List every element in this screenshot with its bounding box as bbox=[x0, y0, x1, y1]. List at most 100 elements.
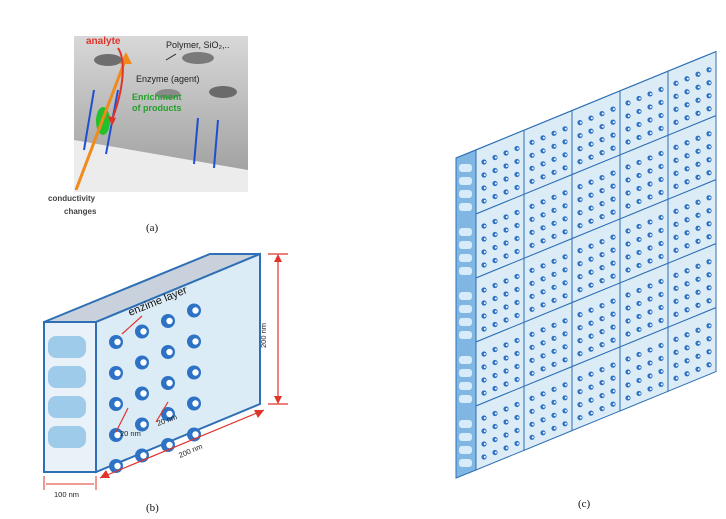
pore-core bbox=[661, 357, 663, 359]
pore-core bbox=[639, 161, 641, 163]
pore-core bbox=[554, 286, 556, 288]
pore-core bbox=[506, 216, 508, 218]
pore-core bbox=[602, 190, 604, 192]
pore-core bbox=[192, 431, 198, 437]
pore-core bbox=[602, 318, 604, 320]
pore-core bbox=[661, 191, 663, 193]
pore-core bbox=[687, 347, 689, 349]
pore-core bbox=[639, 174, 641, 176]
panel-b: 200 nm 200 nm 100 nm 20 nm 20 nm enzime … bbox=[30, 238, 300, 500]
pore-core bbox=[517, 275, 519, 277]
analyte-label: analyte bbox=[86, 36, 121, 47]
pore-core bbox=[661, 152, 663, 154]
pore-core bbox=[506, 408, 508, 410]
pore-core bbox=[506, 242, 508, 244]
pore-core bbox=[591, 181, 593, 183]
pore-core bbox=[580, 340, 582, 342]
pore-core bbox=[543, 265, 545, 267]
arrow-head bbox=[274, 396, 282, 404]
pore-core bbox=[140, 421, 146, 427]
pore-core bbox=[543, 355, 545, 357]
enrichment-label-1: Enrichment bbox=[132, 92, 182, 102]
pore-core bbox=[709, 133, 711, 135]
pore-core bbox=[698, 176, 700, 178]
pore-core bbox=[517, 378, 519, 380]
pore-core bbox=[698, 150, 700, 152]
pore-core bbox=[554, 324, 556, 326]
pore-core bbox=[650, 298, 652, 300]
pore-core bbox=[661, 242, 663, 244]
pore-core bbox=[613, 313, 615, 315]
conductivity-label-2: changes bbox=[64, 207, 97, 216]
pore-core bbox=[565, 269, 567, 271]
enrichment-label-2: of products bbox=[132, 103, 182, 113]
pore-core bbox=[687, 142, 689, 144]
pore-core bbox=[543, 342, 545, 344]
pore-core bbox=[628, 141, 630, 143]
pore-core bbox=[650, 170, 652, 172]
pore-core bbox=[532, 295, 534, 297]
pore-core bbox=[650, 106, 652, 108]
pore-core bbox=[639, 264, 641, 266]
pore-core bbox=[698, 342, 700, 344]
pore-core bbox=[543, 304, 545, 306]
pore-core bbox=[543, 406, 545, 408]
pore-core bbox=[639, 379, 641, 381]
side-channel bbox=[459, 382, 472, 390]
pore-core bbox=[709, 287, 711, 289]
pore-core bbox=[532, 410, 534, 412]
pore-core bbox=[543, 419, 545, 421]
panel-c bbox=[450, 26, 726, 490]
pore-core bbox=[506, 229, 508, 231]
pore-core bbox=[661, 383, 663, 385]
pore-core bbox=[543, 227, 545, 229]
panel-a: analyte Polymer, SiO₂,.. Enzyme (agent) … bbox=[48, 30, 258, 220]
pore-core bbox=[506, 293, 508, 295]
pore-core bbox=[650, 221, 652, 223]
pore-core bbox=[687, 283, 689, 285]
pore-core bbox=[591, 309, 593, 311]
pore-core bbox=[628, 320, 630, 322]
pore-core bbox=[495, 310, 497, 312]
pore-core bbox=[698, 355, 700, 357]
pore-core bbox=[639, 123, 641, 125]
pore-core bbox=[650, 157, 652, 159]
pore-core bbox=[532, 244, 534, 246]
pore-core bbox=[580, 225, 582, 227]
pore-core bbox=[484, 315, 486, 317]
pore-core bbox=[565, 167, 567, 169]
pore-core bbox=[580, 161, 582, 163]
pore-core bbox=[517, 250, 519, 252]
pore-core bbox=[676, 274, 678, 276]
pore-core bbox=[709, 274, 711, 276]
pore-core bbox=[495, 412, 497, 414]
pore-core bbox=[628, 256, 630, 258]
pore-core bbox=[565, 384, 567, 386]
caption-c: (c) bbox=[578, 498, 590, 510]
pore-core bbox=[591, 258, 593, 260]
pore-core bbox=[517, 365, 519, 367]
pore-core bbox=[580, 378, 582, 380]
pore-core bbox=[554, 222, 556, 224]
pore-core bbox=[565, 295, 567, 297]
pore-core bbox=[114, 339, 120, 345]
pore-core bbox=[565, 346, 567, 348]
side-channel bbox=[459, 164, 472, 172]
pore-core bbox=[698, 278, 700, 280]
pore-core bbox=[639, 328, 641, 330]
side-channel bbox=[459, 267, 472, 275]
pore-core bbox=[628, 358, 630, 360]
pore-core bbox=[602, 280, 604, 282]
pore-core bbox=[506, 255, 508, 257]
pore-core bbox=[591, 335, 593, 337]
pore-core bbox=[628, 333, 630, 335]
side-channel bbox=[459, 446, 472, 454]
pore-core bbox=[650, 196, 652, 198]
pore-core bbox=[554, 196, 556, 198]
pore-core bbox=[698, 201, 700, 203]
pore-core bbox=[628, 371, 630, 373]
caption-a: (a) bbox=[146, 222, 158, 234]
pore-core bbox=[591, 399, 593, 401]
pore-core bbox=[591, 284, 593, 286]
pore-core bbox=[676, 364, 678, 366]
